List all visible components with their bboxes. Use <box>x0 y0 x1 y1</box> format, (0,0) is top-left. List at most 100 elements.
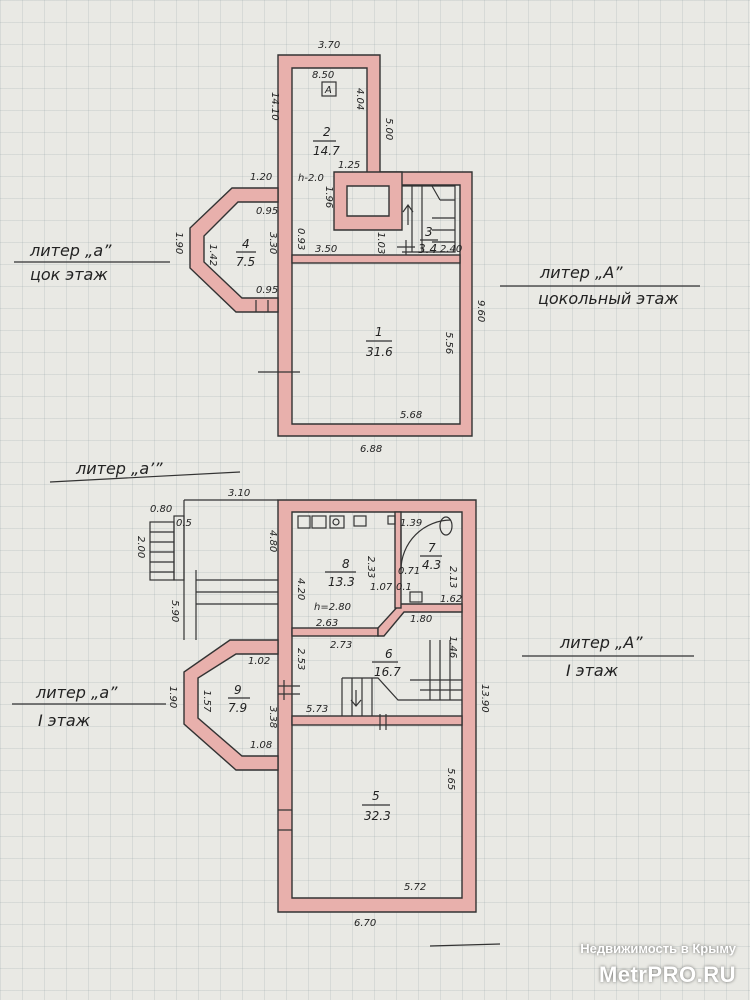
room-8-area: 13.3 <box>328 575 355 589</box>
dim-b-room5-h: 5.65 <box>445 768 456 790</box>
bottom-label-top-underline <box>49 471 241 483</box>
room-7-number: 7 <box>428 541 436 555</box>
dim-b-porch-h: 2.00 <box>135 536 146 558</box>
dim-b-bottom-width: 6.70 <box>354 918 376 929</box>
bottom-label-right-line1: литер „А” <box>559 633 643 652</box>
top-label-left-line1: литер „а” <box>29 241 112 260</box>
room-5-number: 5 <box>372 789 380 803</box>
bottom-wall-hall-room5 <box>291 715 463 726</box>
dim-b-room9-top: 1.02 <box>248 656 270 667</box>
room-8-number: 8 <box>342 557 350 571</box>
dim-bottom-width: 6.88 <box>360 444 382 455</box>
dim-b-wc-e: 2.13 <box>447 566 458 588</box>
room-3-area: 3.4 <box>418 242 437 256</box>
bottom-door-mark <box>379 714 387 730</box>
dim-room3-w: 3.50 <box>315 244 337 255</box>
room-3-number: 3 <box>425 225 433 239</box>
room-1-area: 31.6 <box>366 345 393 359</box>
room-2-area: 14.7 <box>313 144 340 158</box>
burner-icon <box>332 518 340 526</box>
dim-b-room9-left: 1.90 <box>167 686 178 708</box>
dim-b-wc-g: 1.80 <box>410 614 432 625</box>
cabinet-icon <box>329 515 345 529</box>
dim-right-side: 9.60 <box>475 300 486 322</box>
dim-annex-top: 1.20 <box>250 172 272 183</box>
room-2-number: 2 <box>323 125 331 139</box>
bottom-plan-outer-wall <box>277 499 477 913</box>
top-plan-marker: А <box>324 85 332 96</box>
bottom-porch-steps <box>149 515 185 581</box>
bottom-label-top: литер „а’” <box>75 459 163 478</box>
room-6-area: 16.7 <box>374 665 401 679</box>
wc-vent-icon <box>387 515 396 525</box>
room-9-area: 7.9 <box>228 701 247 715</box>
dim-stair-h: 1.96 <box>323 186 334 208</box>
stove-icon <box>297 515 311 529</box>
dim-b-left-side: 5.90 <box>169 600 180 622</box>
top-label-left-line2: цок этаж <box>30 265 108 284</box>
dim-top-width: 3.70 <box>318 40 340 51</box>
dim-b-hall-left: 2.53 <box>295 648 306 670</box>
dim-annex-bottom: 0.95 <box>256 285 278 296</box>
top-label-right-line2: цокольный этаж <box>538 289 679 308</box>
dim-annex-height: 3.30 <box>267 232 278 254</box>
dim-left-side: 14.10 <box>269 92 280 121</box>
dim-b-kitchen-w: 2.63 <box>316 618 338 629</box>
top-plan-inner-wall <box>291 254 461 264</box>
dim-annex-top-inner: 0.95 <box>256 206 278 217</box>
room-1-number: 1 <box>375 325 383 339</box>
toilet-icon <box>439 516 453 536</box>
room-6-number: 6 <box>385 647 393 661</box>
dim-b-right-side: 13.90 <box>479 684 490 713</box>
dim-b-wc-d: 0.1 <box>396 582 412 593</box>
top-plan-stair-wall <box>333 171 403 231</box>
dim-b-room5-w: 5.72 <box>404 882 426 893</box>
page-bottom-stroke <box>429 943 501 947</box>
bottom-label-left-line1: литер „а” <box>35 683 118 702</box>
dim-b-porch-a: 0.5 <box>176 518 192 529</box>
dim-corridor-left: 0.93 <box>295 228 306 250</box>
wc-small-box <box>409 591 423 603</box>
dim-room1-w: 5.68 <box>400 410 422 421</box>
dim-b-porch-w: 0.80 <box>150 504 172 515</box>
bottom-plan <box>149 499 477 913</box>
dim-b-wc-top: 1.39 <box>400 518 422 529</box>
bottom-label-left-line2: I этаж <box>38 711 91 730</box>
dim-b-room9-bottom: 1.08 <box>250 740 272 751</box>
dim-b-room9-h: 3.38 <box>267 706 278 728</box>
top-plan-stairs <box>402 185 456 253</box>
dim-b-veranda-h: 4.80 <box>267 530 278 552</box>
dim-b-wc-b: 0.71 <box>398 566 420 577</box>
bottom-plan-stairs <box>341 640 462 716</box>
top-plan-outer-wall <box>277 54 473 437</box>
room-4-area: 7.5 <box>236 255 255 269</box>
dim-height: h-2.0 <box>298 173 324 184</box>
dim-b-kitchen-left: 4.20 <box>295 578 306 600</box>
room-4-number: 4 <box>242 237 250 251</box>
dim-annex-left: 1.90 <box>173 232 184 254</box>
dim-inner-right-upper: 4.04 <box>354 88 365 110</box>
room-9-number: 9 <box>234 683 242 697</box>
dim-stair-w: 1.25 <box>338 160 360 171</box>
dim-room3-inner: 2.40 <box>440 244 462 255</box>
dim-b-hall-w: 2.73 <box>330 640 352 651</box>
counter-icon <box>353 515 367 527</box>
dim-room1-h: 5.56 <box>443 332 454 354</box>
top-plan: А <box>189 54 473 437</box>
room-7-area: 4.3 <box>422 558 441 572</box>
top-plan-annex-door <box>255 300 269 312</box>
dim-b-wc-a: 2.33 <box>365 556 376 578</box>
room-5-area: 32.3 <box>364 809 391 823</box>
room5-window-mark <box>278 809 292 831</box>
bottom-annex-door <box>278 685 300 695</box>
dim-b-stair-h: 1.46 <box>447 636 458 658</box>
dim-room3-h: 1.03 <box>375 232 386 254</box>
dim-b-wc-f: 1.62 <box>440 594 462 605</box>
dim-annex-inner-left: 1.42 <box>207 244 218 266</box>
bottom-wall-wc-hall <box>377 603 463 637</box>
dim-b-wc-c: 1.07 <box>370 582 393 593</box>
sink-icon <box>311 515 327 529</box>
dim-b-room9-inner: 1.57 <box>201 690 212 713</box>
dim-right-upper: 5.00 <box>383 118 394 140</box>
